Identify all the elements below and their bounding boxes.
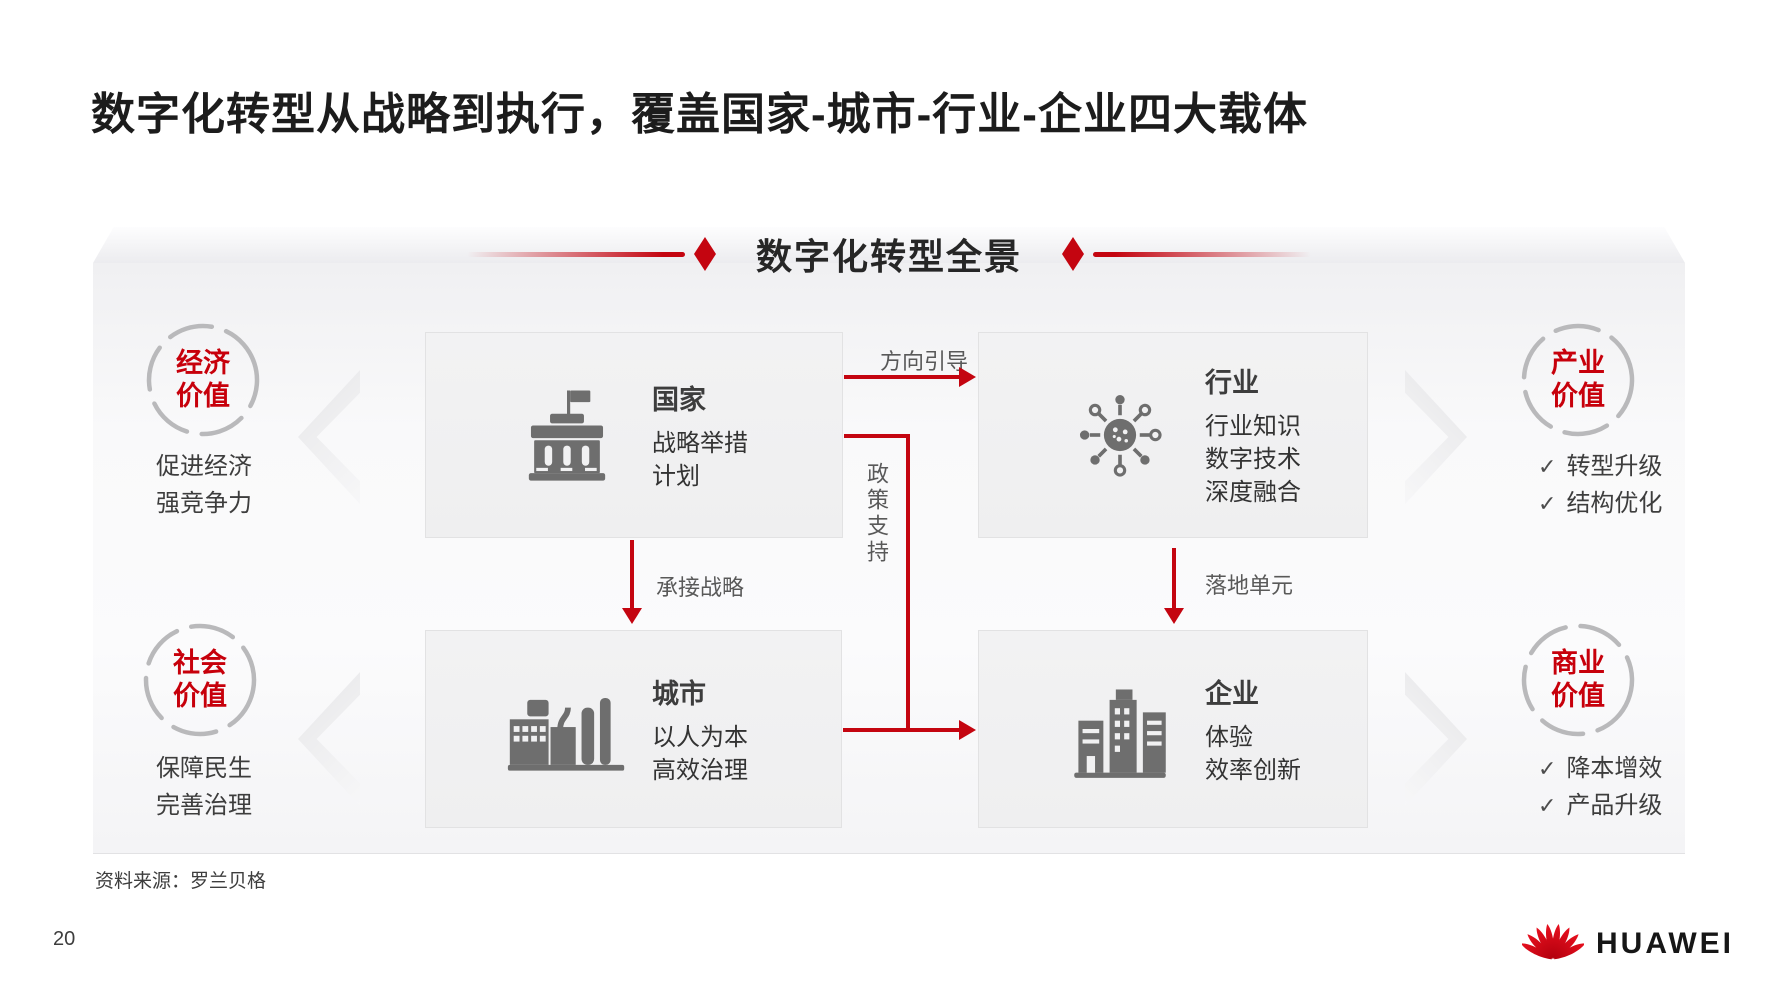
economic-value-items: 促进经济 强竞争力: [156, 452, 252, 526]
industry-value-items: ✓ 转型升级 ✓ 结构优化: [1538, 452, 1662, 526]
diamond-icon: [1062, 237, 1084, 271]
enterprise-title: 企业: [1205, 678, 1259, 709]
direction-guidance-label: 方向引导: [879, 349, 968, 374]
landing-unit-label: 落地单元: [1205, 573, 1294, 598]
enterprise-line: 体验: [1205, 723, 1253, 751]
city-line: 以人为本: [652, 723, 748, 751]
dashed-ring-icon: [146, 323, 260, 437]
city-box: 城市 以人为本 高效治理: [425, 630, 842, 828]
header-gradient-line-right: [1093, 251, 1311, 257]
panel-header-title: 数字化转型全景: [755, 236, 1022, 277]
government-building-icon: [504, 382, 630, 488]
industry-value-circle: 产业 价值: [1516, 318, 1640, 442]
policy-support-stub-line: [844, 434, 910, 438]
value-item-text: 产品升级: [1566, 792, 1663, 819]
country-title: 国家: [652, 384, 706, 415]
commercial-value-line: 商业: [1551, 648, 1605, 678]
dashed-ring-icon: [1521, 323, 1635, 437]
industry-box: 行业 行业知识 数字技术 深度融合: [978, 332, 1368, 538]
value-item: ✓ 转型升级: [1538, 452, 1662, 489]
huawei-flower-icon: [1522, 924, 1584, 960]
country-to-industry-arrow-line: [844, 375, 960, 379]
value-item: 促进经济: [156, 453, 252, 480]
industry-line: 数字技术: [1205, 446, 1301, 473]
value-item: ✓ 产品升级: [1538, 791, 1662, 828]
industry-line: 行业知识: [1205, 413, 1301, 440]
industry-to-enterprise-arrowhead: [1164, 608, 1184, 624]
dashed-ring-icon: [143, 623, 257, 737]
economic-value-line: 经济: [176, 348, 230, 378]
panel-top-bevel: [93, 227, 1685, 263]
value-item: ✓ 降本增效: [1538, 754, 1662, 791]
value-item: 强竞争力: [156, 490, 252, 517]
network-hub-icon: [1057, 383, 1183, 487]
panel-header: 数字化转型全景: [0, 228, 1778, 280]
policy-support-vertical-line: [906, 434, 910, 732]
economic-value-circle: 经济 价值: [141, 318, 265, 442]
check-icon: ✓: [1538, 756, 1557, 781]
check-icon: ✓: [1538, 793, 1557, 818]
city-title: 城市: [652, 678, 706, 709]
undertake-strategy-label: 承接战略: [656, 575, 745, 600]
page-title: 数字化转型从战略到执行，覆盖国家-城市-行业-企业四大载体: [91, 90, 1308, 139]
enterprise-line: 效率创新: [1205, 756, 1301, 784]
value-item-text: 结构优化: [1566, 490, 1663, 517]
city-line: 高效治理: [652, 756, 748, 784]
dashed-ring-icon: [1521, 623, 1635, 737]
social-value-line: 价值: [173, 681, 227, 711]
city-to-enterprise-arrowhead: [959, 720, 976, 740]
enterprise-box: 企业 体验 效率创新: [978, 630, 1368, 828]
country-to-city-arrowhead: [622, 608, 642, 624]
check-icon: ✓: [1538, 454, 1557, 479]
office-buildings-icon: [1057, 677, 1183, 781]
industry-value-line: 产业: [1551, 348, 1605, 378]
commercial-value-circle: 商业 价值: [1516, 618, 1640, 742]
country-to-industry-arrowhead: [959, 367, 976, 387]
huawei-logo: HUAWEI: [1522, 910, 1734, 962]
check-icon: ✓: [1538, 491, 1557, 516]
social-value-circle: 社会 价值: [138, 618, 262, 742]
header-gradient-line-left: [466, 251, 685, 257]
country-line: 计划: [652, 462, 700, 490]
policy-support-label: 政策支持: [864, 462, 889, 566]
value-item: 完善治理: [156, 792, 252, 819]
value-item-text: 降本增效: [1566, 755, 1663, 782]
country-box: 国家 战略举措 计划: [425, 332, 843, 538]
value-item: 保障民生: [156, 755, 252, 782]
social-value-items: 保障民生 完善治理: [156, 754, 252, 828]
commercial-value-line: 价值: [1551, 681, 1605, 711]
city-to-enterprise-arrow-line: [843, 728, 961, 732]
source-note: 资料来源：罗兰贝格: [95, 871, 267, 892]
economic-value-line: 价值: [176, 381, 230, 411]
value-item-text: 转型升级: [1566, 453, 1663, 480]
social-value-line: 社会: [173, 648, 227, 678]
factory-icon: [504, 678, 630, 780]
industry-title: 行业: [1205, 368, 1259, 398]
huawei-wordmark: HUAWEI: [1596, 927, 1734, 960]
country-line: 战略举措: [652, 429, 748, 457]
page-number: 20: [53, 928, 76, 950]
industry-to-enterprise-arrow-line: [1172, 548, 1176, 610]
panel-background: [93, 263, 1685, 853]
commercial-value-items: ✓ 降本增效 ✓ 产品升级: [1538, 754, 1662, 828]
industry-value-line: 价值: [1551, 381, 1605, 411]
country-to-city-arrow-line: [630, 540, 634, 610]
diamond-icon: [693, 237, 716, 271]
industry-line: 深度融合: [1205, 479, 1301, 506]
value-item: ✓ 结构优化: [1538, 489, 1662, 526]
